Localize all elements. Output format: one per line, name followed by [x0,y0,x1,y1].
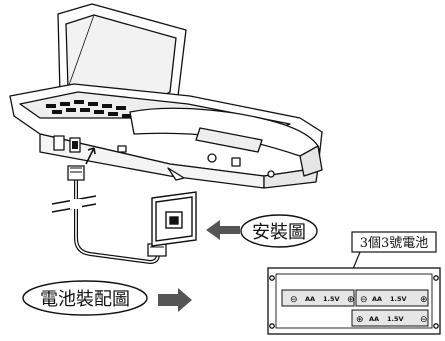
battery-type: AA [305,295,315,303]
battery-type: AA [369,315,379,323]
install-diagram-label: 安裝圖 [240,214,318,248]
battery-3: ⊕ ⊖ AA 1.5V [351,309,429,327]
battery-diagram-label: 電池裝配圖 [22,280,148,316]
phone-line-cord [51,165,167,265]
battery-voltage: 1.5V [390,295,407,303]
keypad-buttons [46,100,132,118]
battery-type: AA [372,295,382,303]
port-arrow [85,147,96,165]
battery-plus: ⊕ [356,315,364,325]
install-arrow [206,220,240,240]
phone-plug [67,165,85,181]
battery-2: ⊖ ⊕ AA 1.5V [355,289,429,307]
line-jack-port [53,135,81,153]
battery-minus: ⊖ [420,315,428,325]
svg-text:安裝圖: 安裝圖 [252,222,306,243]
battery-arrow [158,288,192,312]
battery-minus: ⊖ [290,295,298,305]
battery-plus: ⊕ [420,295,428,305]
wall-socket [151,191,197,247]
battery-plus: ⊕ [347,295,355,305]
telephone-illustration [9,3,323,189]
svg-text:電池裝配圖: 電池裝配圖 [40,289,130,310]
svg-text:3個3號電池: 3個3號電池 [360,236,429,251]
battery-voltage: 1.5V [323,295,340,303]
battery-voltage: 1.5V [387,315,404,323]
battery-minus: ⊖ [360,295,368,305]
battery-1: ⊖ ⊕ AA 1.5V [281,289,355,307]
